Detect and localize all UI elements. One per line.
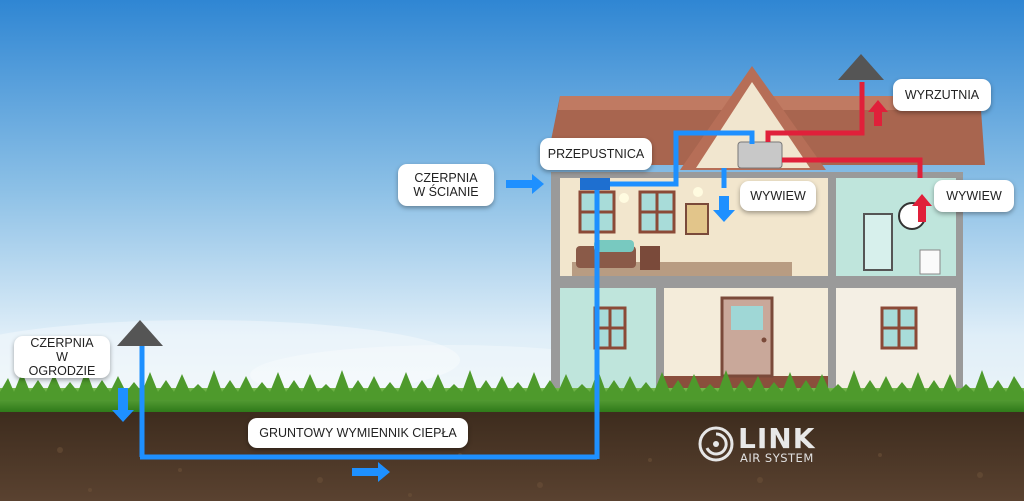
label-wyrzutnia: WYRZUTNIA <box>893 79 991 111</box>
shower <box>863 213 893 271</box>
label-gruntowy-wymiennik-ciepla: GRUNTOWY WYMIENNIK CIEPŁA <box>248 418 468 448</box>
label-line: CZERPNIA <box>30 336 94 350</box>
arrow-right-icon <box>352 462 390 482</box>
damper <box>580 178 610 190</box>
garden-intake-icon <box>117 320 163 346</box>
grass <box>0 370 1024 412</box>
door-window <box>731 306 763 330</box>
arrow-right-icon <box>506 174 544 194</box>
nightstand <box>640 246 660 270</box>
label-text: WYWIEW <box>750 189 806 203</box>
exhaust-arrows <box>868 100 932 222</box>
lamp <box>619 193 629 203</box>
toilet <box>919 249 941 275</box>
bed-pillow <box>594 240 634 252</box>
label-przepustnica: PRZEPUSTNICA <box>540 138 652 170</box>
recuperator-unit <box>737 141 783 169</box>
arrow-up-icon <box>868 100 888 126</box>
arrow-down-icon <box>713 196 735 222</box>
logo-swirl-icon <box>698 426 734 462</box>
door-knob <box>761 337 767 343</box>
label-line: CZERPNIA <box>414 171 478 185</box>
label-wywiew-right: WYWIEW <box>934 180 1014 212</box>
logo-text: LINK <box>738 422 816 455</box>
link-air-system-logo: LINK AIR SYSTEM <box>696 422 846 468</box>
window <box>578 190 918 350</box>
house <box>546 66 985 398</box>
roof-outlet-icon <box>838 54 884 80</box>
label-text: WYWIEW <box>946 189 1002 203</box>
lamp <box>693 187 703 197</box>
label-line: W OGRODZIE <box>28 350 96 378</box>
label-text: WYRZUTNIA <box>904 88 980 102</box>
arrow-down-icon <box>112 388 134 422</box>
picture <box>685 203 709 235</box>
label-text: PRZEPUSTNICA <box>547 147 645 161</box>
label-line: W ŚCIANIE <box>413 185 479 199</box>
supply-arrows <box>112 174 735 482</box>
soil <box>0 405 1024 501</box>
exhaust-air-duct <box>765 82 923 178</box>
arrow-up-icon <box>912 194 932 222</box>
label-wywiew-center: WYWIEW <box>740 181 816 211</box>
label-text: GRUNTOWY WYMIENNIK CIEPŁA <box>259 426 457 440</box>
logo-subtext: AIR SYSTEM <box>740 451 814 465</box>
supply-air-duct <box>139 130 755 460</box>
